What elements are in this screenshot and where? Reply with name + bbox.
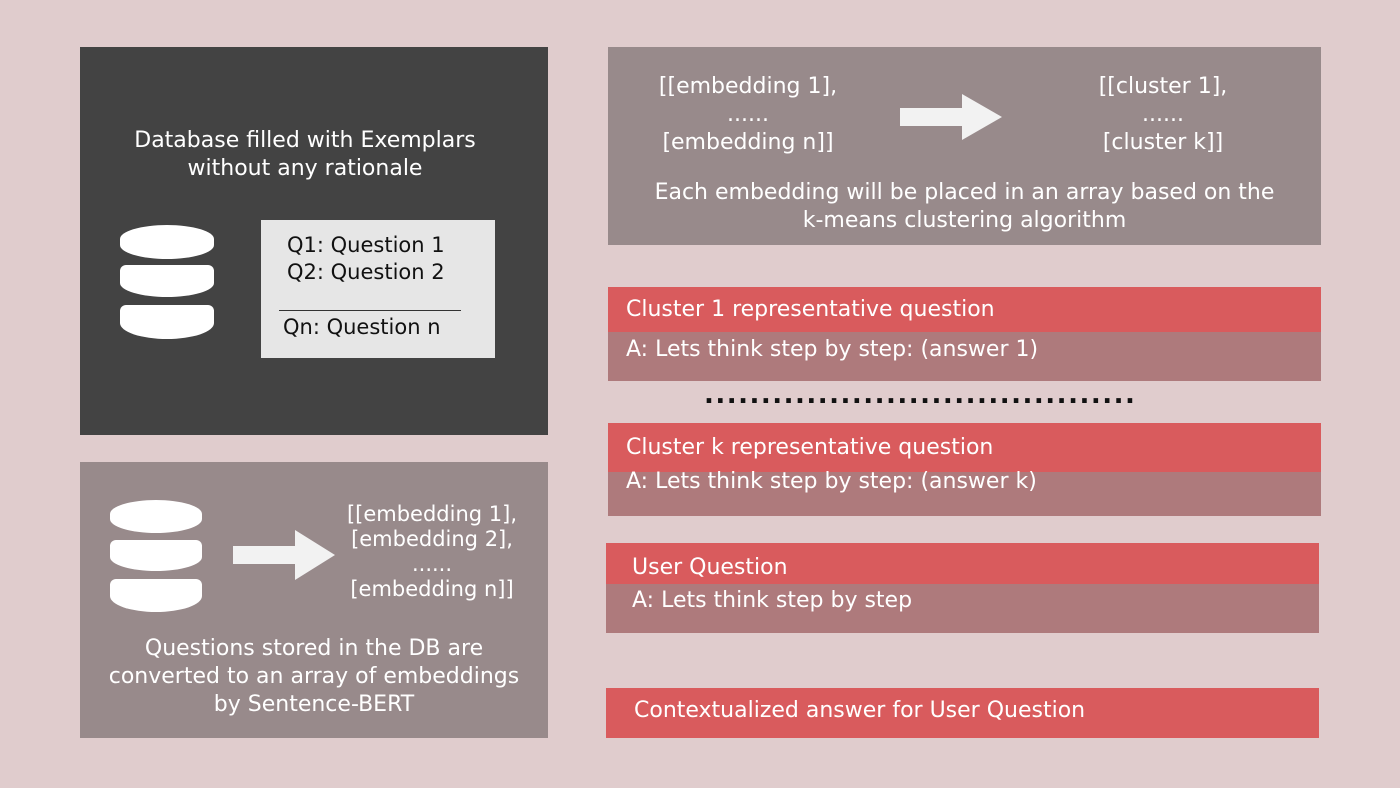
cluster-array-text: [[cluster 1], ...... [cluster k]] [1063,73,1263,157]
divider-line [279,310,461,311]
user-question-header: User Question [632,555,788,580]
embedding-array-text: [[embedding 1], [embedding 2], ...... [e… [342,502,522,602]
clustering-caption-line: k-means clustering algorithm [802,208,1127,233]
embedding-caption-line: by Sentence-BERT [213,692,415,717]
cluster-1-header: Cluster 1 representative question [626,297,995,322]
embedding-caption-line: Questions stored in the DB are [144,636,484,661]
right-arrow-icon [233,530,335,580]
cluster-array-line: [[cluster 1], [1098,74,1228,99]
clustering-panel: [[embedding 1], ...... [embedding n]] [[… [608,47,1321,245]
database-icon [110,500,202,612]
cluster-1-answer: A: Lets think step by step: (answer 1) [626,337,1039,362]
embedding-array-text: [[embedding 1], ...... [embedding n]] [648,73,848,157]
cluster-k-header-band [608,423,1321,472]
embedding-array-line: [[embedding 1], [658,74,838,99]
database-title: Database filled with Exemplars without a… [80,127,530,183]
clustering-caption-line: Each embedding will be placed in an arra… [654,180,1275,205]
embedding-array-line: ...... [411,552,453,576]
user-question-answer: A: Lets think step by step [632,588,913,613]
embedding-array-line: ...... [727,102,769,127]
question-item: Qn: Question n [283,315,441,339]
cluster-array-line: ...... [1142,102,1184,127]
cluster-k-answer: A: Lets think step by step: (answer k) [626,469,1037,494]
cluster-k-header: Cluster k representative question [626,435,994,460]
contextualized-answer-label: Contextualized answer for User Question [634,698,1086,723]
cluster-k-exemplar: Cluster k representative question A: Let… [608,423,1321,516]
question-list-card: Q1: Question 1 Q2: Question 2 Qn: Questi… [261,220,495,358]
embedding-caption-line: converted to an array of embeddings [108,664,520,689]
embedding-array-line: [[embedding 1], [346,502,518,526]
exemplar-database-panel: Database filled with Exemplars without a… [80,47,548,435]
embedding-array-line: [embedding 2], [351,527,513,551]
embedding-array-line: [embedding n]] [662,130,834,155]
embedding-caption: Questions stored in the DB are converted… [80,635,548,719]
embedding-conversion-panel: [[embedding 1], [embedding 2], ...... [e… [80,462,548,738]
contextualized-answer-block: Contextualized answer for User Question [606,688,1319,738]
cluster-array-line: [cluster k]] [1102,130,1224,155]
user-question-block: User Question A: Lets think step by step [606,543,1319,633]
ellipsis-separator: ...................................... [704,380,1137,410]
question-item: Q1: Question 1 [287,233,445,257]
cluster-1-exemplar: Cluster 1 representative question A: Let… [608,287,1321,381]
clustering-caption: Each embedding will be placed in an arra… [608,179,1321,235]
database-title-line: Database filled with Exemplars [134,128,476,153]
embedding-array-line: [embedding n]] [350,577,514,601]
right-arrow-icon [900,94,1002,140]
user-question-header-band [606,543,1319,584]
database-title-line: without any rationale [187,156,423,181]
database-icon [120,225,214,339]
question-item: Q2: Question 2 [287,260,445,284]
cluster-1-header-band [608,287,1321,332]
